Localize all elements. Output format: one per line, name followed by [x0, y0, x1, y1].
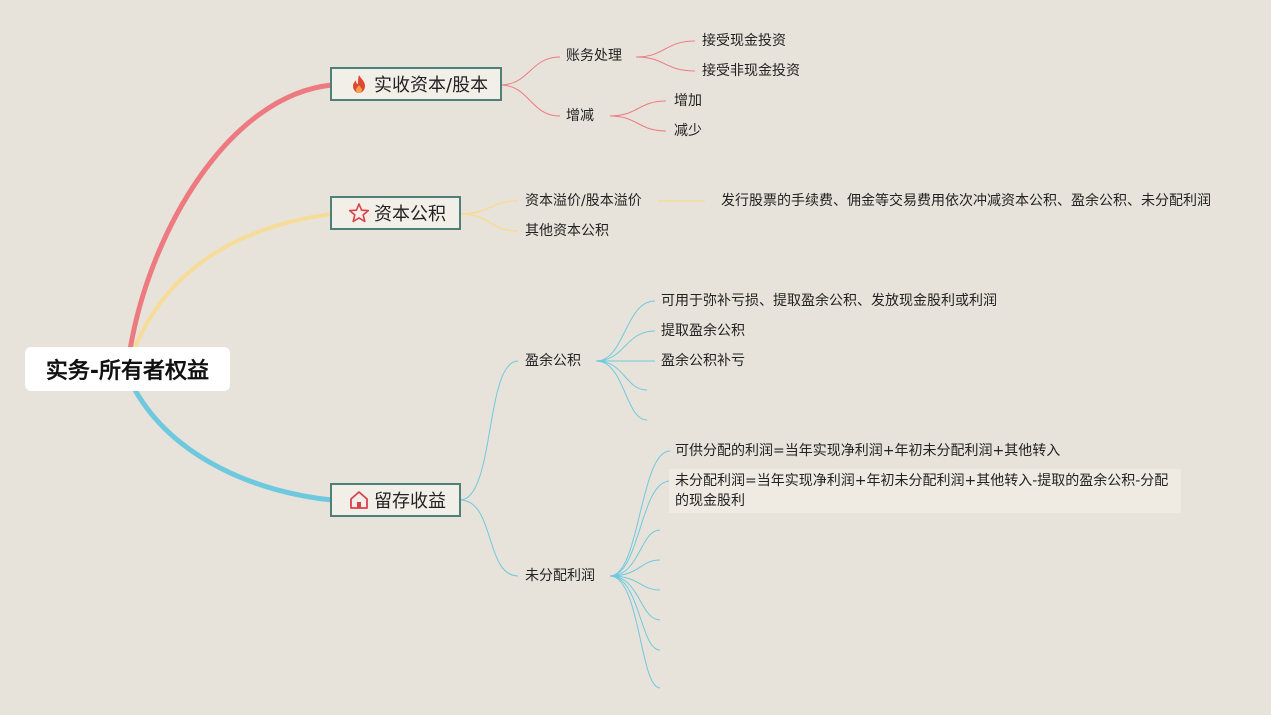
leaf-surplus-usage[interactable]: 可用于弥补亏损、提取盈余公积、发放现金股利或利润 [661, 293, 997, 309]
subtopic-increase-decrease[interactable]: 增减 [566, 108, 594, 124]
leaf-undistributed-profit-formula[interactable]: 未分配利润=当年实现净利润+年初未分配利润+其他转入-提取的盈余公积-分配的现金… [669, 469, 1181, 513]
subtopic-undistributed-profit[interactable]: 未分配利润 [525, 568, 595, 584]
connector-root-branch1 [127, 82, 333, 351]
branch-label: 实收资本/股本 [374, 75, 489, 96]
leaf-cash-investment[interactable]: 接受现金投资 [702, 33, 786, 49]
subtopic-capital-premium[interactable]: 资本溢价/股本溢价 [525, 193, 642, 209]
leaf-increase[interactable]: 增加 [674, 93, 702, 109]
leaf-decrease[interactable]: 减少 [674, 123, 702, 139]
subtopic-surplus-reserve[interactable]: 盈余公积 [525, 353, 581, 369]
home-icon [348, 489, 370, 511]
subtopic-other-capital-reserve[interactable]: 其他资本公积 [525, 223, 609, 239]
star-icon [348, 202, 370, 224]
root-node[interactable]: 实务-所有者权益 [25, 347, 230, 391]
leaf-noncash-investment[interactable]: 接受非现金投资 [702, 63, 800, 79]
leaf-appropriate-surplus[interactable]: 提取盈余公积 [661, 323, 745, 339]
connector-root-branch3 [132, 388, 333, 503]
leaf-issuance-cost-note[interactable]: 发行股票的手续费、佣金等交易费用依次冲减资本公积、盈余公积、未分配利润 [721, 193, 1211, 209]
branch-label: 资本公积 [374, 204, 446, 225]
fire-icon [348, 73, 370, 95]
branch-node-capital-reserve[interactable]: 资本公积 [330, 196, 461, 230]
branch-label: 留存收益 [374, 491, 446, 512]
branch-node-retained-earnings[interactable]: 留存收益 [330, 483, 461, 517]
leaf-surplus-offset-loss[interactable]: 盈余公积补亏 [661, 353, 745, 369]
connector-root-branch2 [131, 212, 333, 353]
leaf-distributable-profit-formula[interactable]: 可供分配的利润=当年实现净利润+年初未分配利润+其他转入 [675, 443, 1061, 459]
branch-node-paid-in-capital[interactable]: 实收资本/股本 [330, 67, 502, 101]
subtopic-accounting[interactable]: 账务处理 [566, 48, 622, 64]
